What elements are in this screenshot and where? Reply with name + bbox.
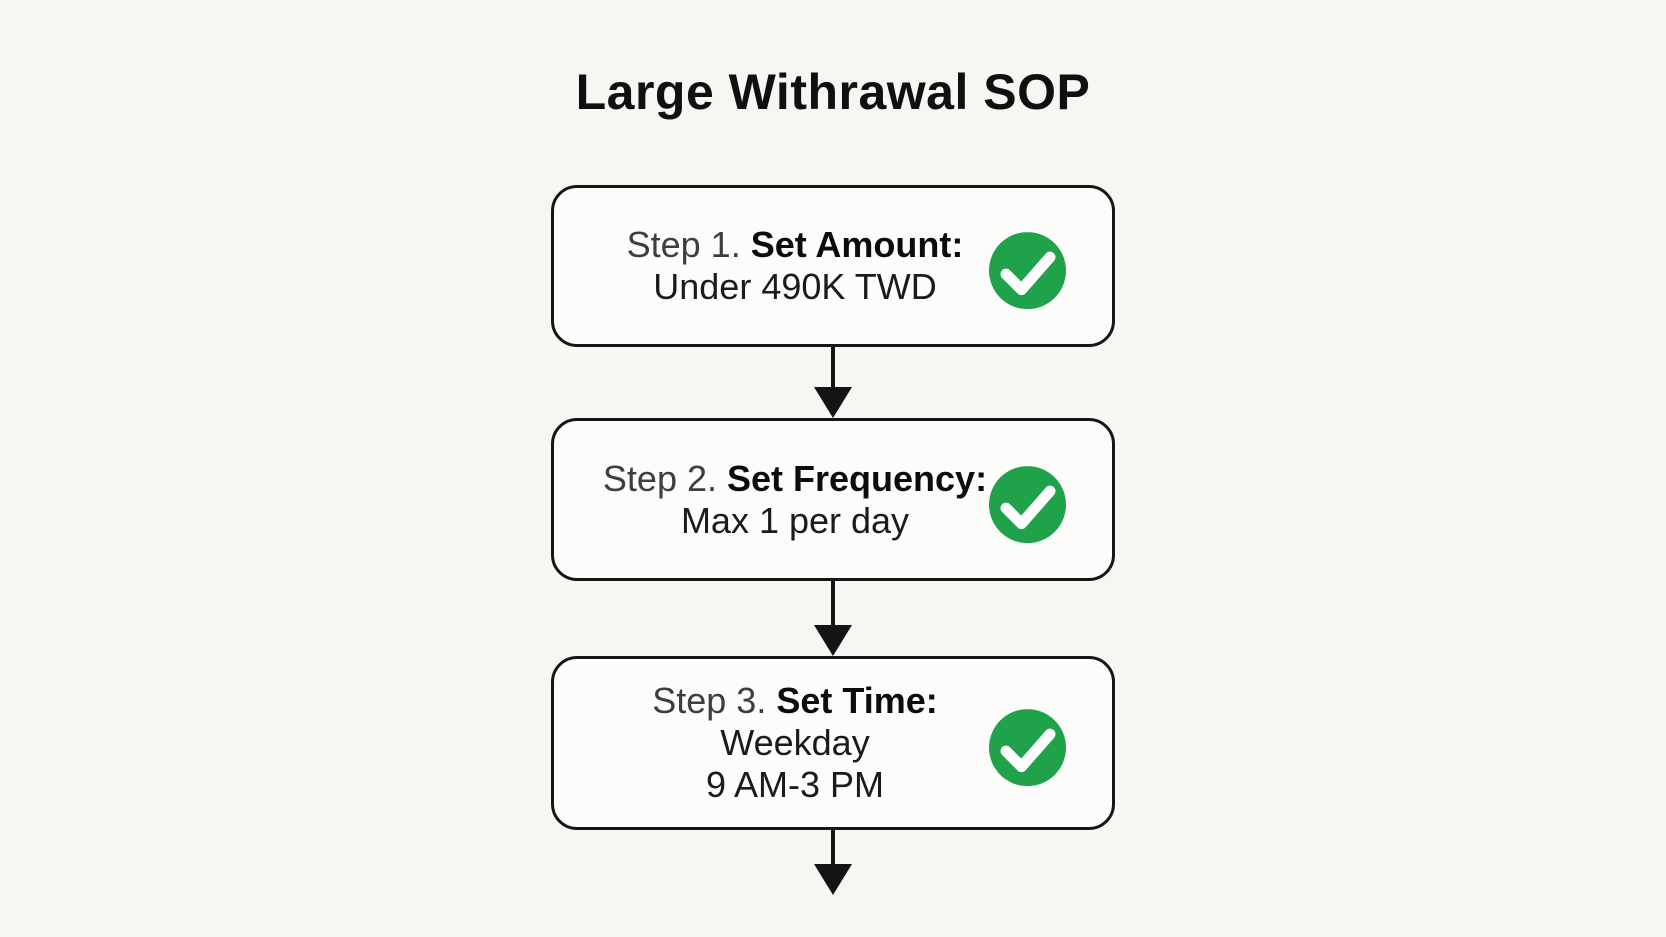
- check-circle-icon: [989, 232, 1066, 310]
- arrow-down-icon: [813, 830, 853, 895]
- arrow-stem: [831, 347, 835, 388]
- step-3-heading: Step 3.Set Time:: [574, 680, 1016, 722]
- arrow-head: [814, 864, 852, 895]
- step-1-number: Step 1.: [626, 224, 741, 265]
- step-3-detail: Weekday: [720, 722, 870, 763]
- step-1-text: Step 1.Set Amount: Under 490K TWD: [554, 224, 1112, 308]
- arrow-down-icon: [813, 581, 853, 656]
- step-box-3: Step 3.Set Time: Weekday 9 AM-3 PM: [551, 656, 1115, 830]
- step-3-detail: 9 AM-3 PM: [705, 764, 885, 805]
- step-2-number: Step 2.: [602, 457, 717, 499]
- step-3-number: Step 3.: [652, 680, 767, 721]
- step-2-text: Step 2.Set Frequency: Max 1 per day: [554, 458, 1112, 542]
- step-3-action: Set Time:: [776, 680, 938, 721]
- step-box-2: Step 2.Set Frequency: Max 1 per day: [551, 418, 1115, 581]
- page-title: Large Withrawal SOP: [575, 64, 1091, 120]
- step-1-heading: Step 1.Set Amount:: [574, 224, 1016, 266]
- check-circle-icon: [989, 465, 1066, 543]
- step-2-detail: Max 1 per day: [680, 499, 910, 541]
- check-circle-icon: [989, 709, 1066, 787]
- flowchart: Step 1.Set Amount: Under 490K TWD Step 2…: [551, 185, 1115, 895]
- arrow-down-icon: [813, 347, 853, 418]
- step-3-text: Step 3.Set Time: Weekday 9 AM-3 PM: [554, 680, 1112, 806]
- step-2-heading: Step 2.Set Frequency:: [574, 458, 1016, 500]
- step-2-action: Set Frequency:: [727, 457, 988, 499]
- arrow-stem: [831, 830, 835, 865]
- arrow-head: [814, 387, 852, 418]
- flowchart-canvas: Large Withrawal SOP Step 1.Set Amount: U…: [0, 62, 1666, 937]
- step-1-detail: Under 490K TWD: [653, 266, 937, 307]
- arrow-stem: [831, 581, 835, 626]
- step-1-action: Set Amount:: [750, 224, 964, 265]
- arrow-head: [814, 625, 852, 656]
- step-box-1: Step 1.Set Amount: Under 490K TWD: [551, 185, 1115, 347]
